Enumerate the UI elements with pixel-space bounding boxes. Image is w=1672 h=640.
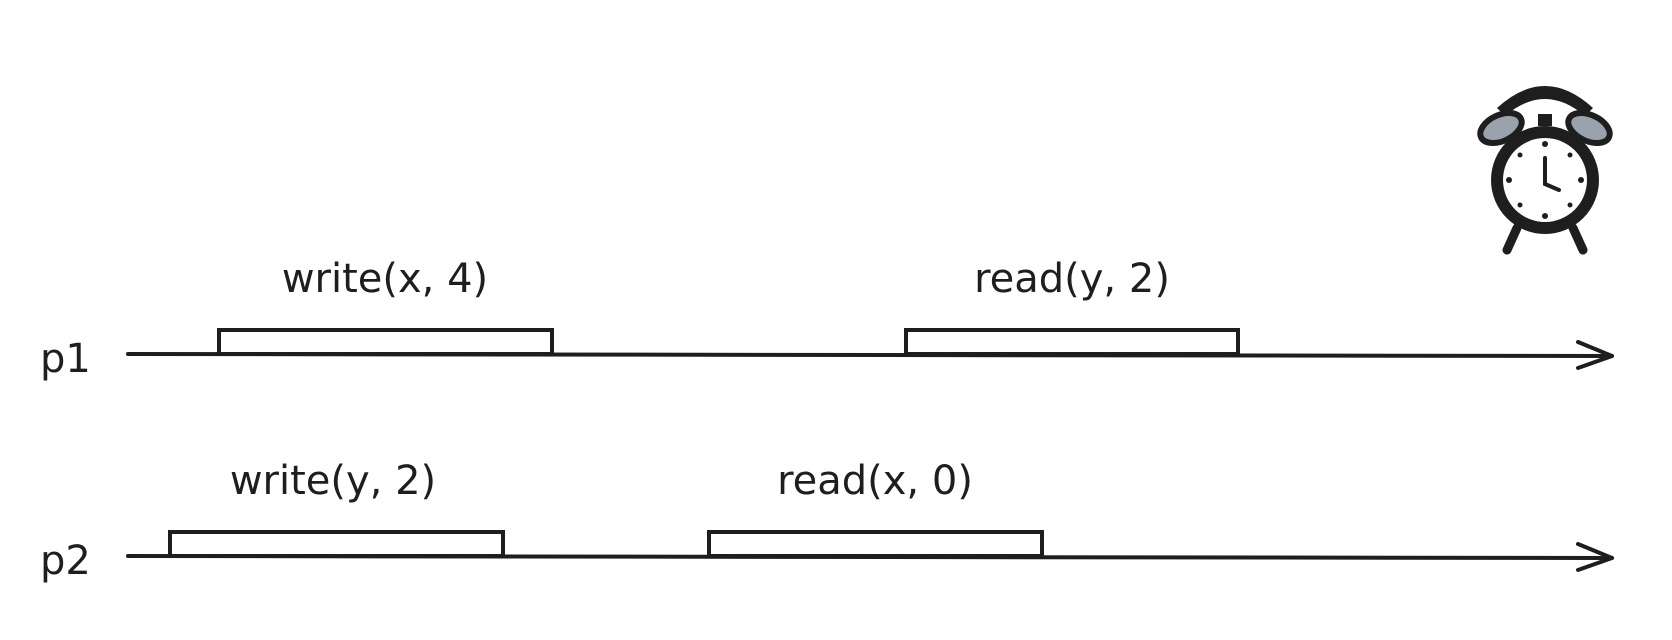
operation-box — [707, 530, 1044, 558]
operation-label: write(y, 2) — [230, 458, 436, 504]
operation-box — [168, 530, 505, 558]
operation-box — [904, 328, 1240, 356]
timeline-arrow-p2 — [1576, 542, 1614, 572]
process-label-p1: p1 — [40, 336, 91, 382]
process-timeline-p2: p2 write(y, 2) read(x, 0) — [40, 458, 1614, 584]
operation-label: write(x, 4) — [282, 256, 488, 302]
process-timeline-p1: p1 write(x, 4) read(y, 2) — [40, 256, 1614, 382]
operation-p2-write: write(y, 2) — [168, 458, 505, 558]
operation-p1-write: write(x, 4) — [217, 256, 554, 356]
process-label-p2: p2 — [40, 538, 91, 584]
operation-label: read(x, 0) — [777, 458, 973, 504]
operation-p1-read: read(y, 2) — [904, 256, 1240, 356]
operation-label: read(y, 2) — [974, 256, 1170, 302]
operation-p2-read: read(x, 0) — [707, 458, 1044, 558]
timeline-arrow-p1 — [1576, 340, 1614, 370]
operation-box — [217, 328, 554, 356]
alarm-clock-icon — [1477, 86, 1613, 255]
